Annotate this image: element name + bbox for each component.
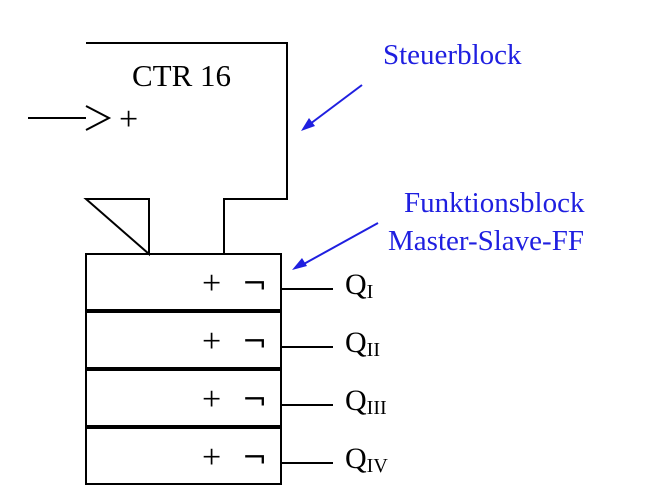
- dynamic-input-triangle-icon: [85, 105, 112, 131]
- stage-3-box: [85, 369, 282, 427]
- stage-2-not: ¬: [242, 325, 267, 360]
- function-block-arrowhead: [292, 258, 307, 270]
- stage-4-plus: +: [202, 439, 221, 476]
- stage-3-not: ¬: [242, 383, 267, 418]
- stage-4-box: [85, 427, 282, 485]
- output-label-1: QI: [345, 268, 373, 303]
- control-block-arrowhead: [301, 118, 315, 131]
- stage-3-plus: +: [202, 381, 221, 418]
- control-block-outline: [83, 42, 288, 257]
- output-label-3: QIII: [345, 384, 387, 419]
- stage-2-box: [85, 311, 282, 369]
- control-block-annotation-arrow: [309, 84, 363, 125]
- count-up-symbol: +: [119, 101, 138, 138]
- stage-1-not: ¬: [242, 267, 267, 302]
- stage-1-box: [85, 253, 282, 311]
- control-block-annotation: Steuerblock: [383, 39, 522, 71]
- output-label-4: QIV: [345, 442, 388, 477]
- function-block-annotation-line2: Master-Slave-FF: [388, 225, 584, 257]
- control-block-title: CTR 16: [132, 58, 231, 93]
- stage-2-plus: +: [202, 323, 221, 360]
- output-label-2: QII: [345, 326, 380, 361]
- stage-4-not: ¬: [242, 441, 267, 476]
- function-block: [85, 253, 282, 485]
- function-block-annotation-line1: Funktionsblock: [404, 187, 585, 219]
- stage-1-plus: +: [202, 265, 221, 302]
- function-block-annotation-arrow: [301, 222, 379, 266]
